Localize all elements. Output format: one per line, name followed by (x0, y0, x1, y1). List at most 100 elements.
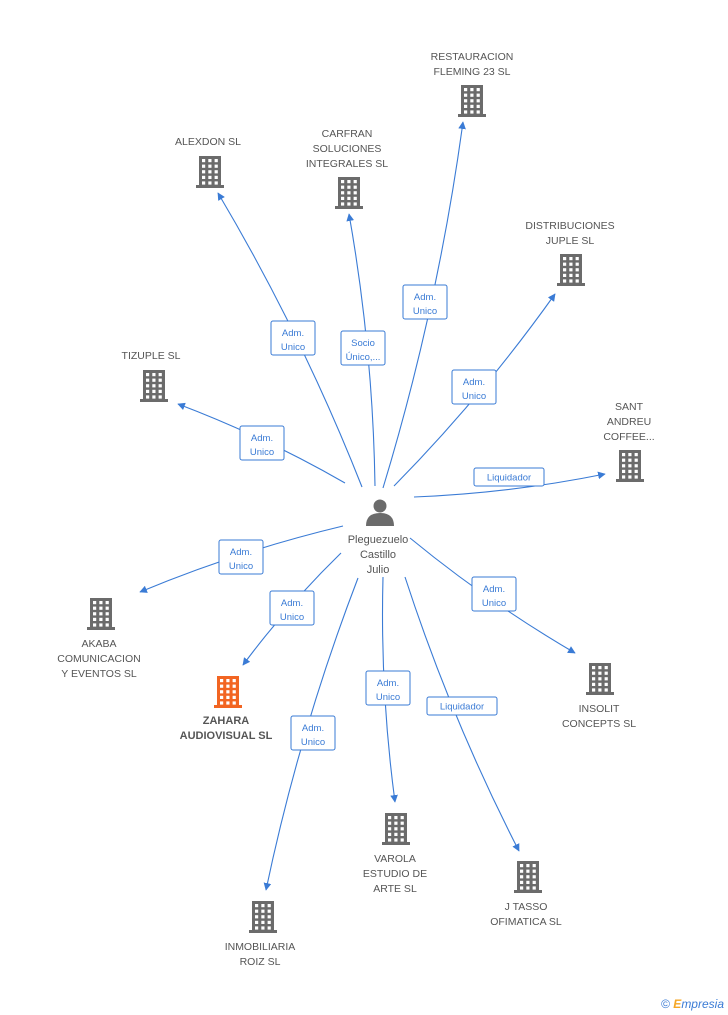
building-icon[interactable] (87, 598, 115, 630)
building-window (214, 170, 218, 174)
edge-label-varola[interactable]: Adm.Unico (365, 670, 411, 706)
company-name-line: CARFRAN (322, 128, 373, 140)
edge-label-line: Unico (281, 342, 305, 353)
building-window (99, 623, 103, 627)
edge-label-line: Socio (351, 338, 375, 349)
edge-label-inmobiliaria[interactable]: Adm.Unico (290, 715, 336, 751)
building-icon[interactable] (458, 85, 486, 117)
building-window (569, 257, 573, 261)
building-window (255, 904, 259, 908)
edge-label-text: Adm.Unico (462, 377, 486, 402)
building-window (598, 677, 602, 681)
edge-label-restauracion[interactable]: Adm.Unico (402, 284, 448, 320)
building-window (470, 104, 474, 108)
building-icon[interactable] (249, 901, 277, 933)
building-window (226, 684, 230, 688)
building-window (220, 684, 224, 688)
building-window (353, 196, 357, 200)
building-icon[interactable] (335, 177, 363, 209)
building-window (520, 864, 524, 868)
company-node-tizuple[interactable]: TIZUPLE SL (122, 350, 181, 402)
building-window (476, 88, 480, 92)
edge-label-akaba[interactable]: Adm.Unico (218, 539, 264, 575)
building-window (99, 606, 103, 610)
building-window (476, 93, 480, 97)
company-node-alexdon[interactable]: ALEXDON SL (175, 136, 241, 188)
building-base (586, 692, 614, 695)
edge-label-box (365, 670, 411, 706)
edge-label-line: Adm. (463, 377, 485, 388)
edge-label-distribuciones[interactable]: Adm.Unico (451, 369, 497, 405)
edge-label-zahara[interactable]: Adm.Unico (269, 590, 315, 626)
edge-label-tizuple[interactable]: Adm.Unico (239, 425, 285, 461)
building-icon[interactable] (196, 156, 224, 188)
empresia-brand[interactable]: © Empresia (661, 997, 724, 1011)
building-base (87, 627, 115, 630)
building-window (532, 864, 536, 868)
person-head (373, 499, 387, 513)
building-window (93, 606, 97, 610)
edge-label-santandreu[interactable]: Liquidador (473, 467, 545, 487)
building-window (563, 268, 567, 272)
edge-label-alexdon[interactable]: Adm.Unico (270, 320, 316, 356)
building-window (105, 617, 109, 621)
edge-label-text: Adm.Unico (250, 433, 274, 458)
building-window (99, 617, 103, 621)
building-window (232, 690, 236, 694)
building-window (388, 832, 392, 836)
building-icon[interactable] (214, 676, 242, 708)
edge-label-insolit[interactable]: Adm.Unico (471, 576, 517, 612)
building-window (214, 159, 218, 163)
company-name-line: RESTAURACION (431, 51, 514, 63)
building-window (220, 679, 224, 683)
edge-label-jtasso[interactable]: Liquidador (426, 696, 498, 716)
building-window (152, 395, 156, 399)
building-icon[interactable] (557, 254, 585, 286)
building-window (575, 262, 579, 266)
building-window (526, 864, 530, 868)
building-window (261, 904, 265, 908)
building-window (146, 373, 150, 377)
building-window (255, 920, 259, 924)
building-window (622, 458, 626, 462)
building-window (598, 666, 602, 670)
company-name-line: VAROLA (374, 853, 416, 865)
building-window (569, 279, 573, 283)
edge-label-line: Único,... (346, 352, 381, 363)
building-icon[interactable] (382, 813, 410, 845)
building-window (202, 181, 206, 185)
building-window (152, 373, 156, 377)
building-icon[interactable] (514, 861, 542, 893)
building-window (158, 395, 162, 399)
building-window (532, 886, 536, 890)
building-icon[interactable] (586, 663, 614, 695)
building-window (526, 869, 530, 873)
building-window (158, 389, 162, 393)
brand-initial: E (673, 997, 682, 1011)
building-window (353, 180, 357, 184)
building-icon[interactable] (616, 450, 644, 482)
person-icon[interactable] (366, 499, 394, 527)
building-window (575, 273, 579, 277)
building-window (158, 373, 162, 377)
edge-label-box (471, 576, 517, 612)
building-icon[interactable] (140, 370, 168, 402)
building-window (400, 821, 404, 825)
company-name-line: ESTUDIO DE (363, 868, 427, 880)
